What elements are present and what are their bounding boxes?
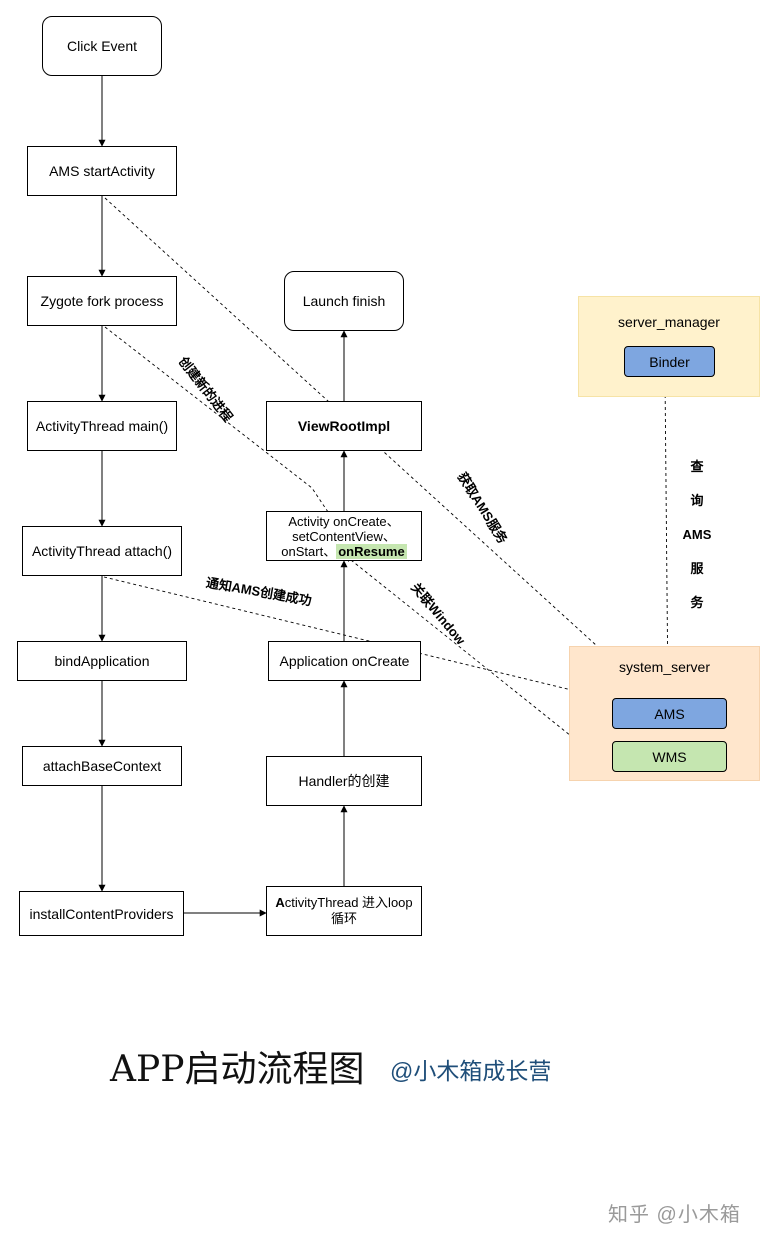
ams-node[interactable]: AMS (612, 698, 727, 729)
activity-thread-loop-line1: ActivityThread 进入loop (275, 895, 412, 911)
activity-thread-attach-label: ActivityThread attach() (31, 543, 173, 559)
handler-create-label: Handler的创建 (298, 773, 390, 789)
launch-finish-label: Launch finish (302, 293, 386, 309)
wms-label: WMS (652, 748, 687, 765)
launch-finish-node[interactable]: Launch finish (284, 271, 404, 331)
diagram-title: APP启动流程图 (110, 1049, 365, 1090)
dashed-attach-notify-ams (103, 576, 614, 702)
on-resume-highlight: onResume (336, 543, 407, 559)
view-root-impl-label: ViewRootImpl (297, 418, 391, 434)
activity-thread-loop-rest: ctivityThread 进入loop (284, 895, 413, 910)
click-event-label: Click Event (66, 38, 138, 54)
watermark: 知乎 @小木箱 (608, 1204, 741, 1226)
activity-thread-attach-node[interactable]: ActivityThread attach() (22, 526, 182, 576)
server-manager-label: server_manager (618, 314, 720, 330)
activity-lifecycle-node[interactable]: Activity onCreate、 setContentView、 onSta… (266, 511, 422, 561)
ams-start-activity-label: AMS startActivity (49, 163, 155, 179)
application-on-create-label: Application onCreate (279, 653, 410, 669)
dashed-wms-associate-window (345, 555, 612, 769)
dashed-binder-query-ams (664, 376, 672, 698)
zygote-fork-label: Zygote fork process (40, 293, 164, 309)
application-on-create-node[interactable]: Application onCreate (268, 641, 421, 681)
activity-lifecycle-line3: onStart、 (281, 543, 337, 559)
activity-lifecycle-line1: Activity onCreate、 (288, 513, 400, 529)
ams-label: AMS (654, 705, 685, 722)
activity-thread-main-label: ActivityThread main() (35, 418, 169, 434)
install-content-providers-node[interactable]: installContentProviders (19, 891, 184, 936)
ams-start-activity-node[interactable]: AMS startActivity (27, 146, 177, 196)
edge-label-query-ams-service: 查 询 AMS 服 务 (682, 459, 712, 610)
activity-thread-main-node[interactable]: ActivityThread main() (27, 401, 177, 451)
activity-thread-loop-bold-a: A (275, 895, 285, 910)
activity-thread-loop-node[interactable]: ActivityThread 进入loop 循环 (266, 886, 422, 936)
install-content-providers-label: installContentProviders (29, 905, 174, 922)
click-event-node[interactable]: Click Event (42, 16, 162, 76)
zygote-fork-node[interactable]: Zygote fork process (27, 276, 177, 326)
system-server-label: system_server (618, 659, 711, 675)
attach-base-context-label: attachBaseContext (42, 758, 162, 774)
diagram-subtitle: @小木箱成长营 (390, 1058, 552, 1084)
activity-thread-loop-line2: 循环 (330, 911, 357, 926)
binder-label: Binder (649, 353, 690, 370)
handler-create-node[interactable]: Handler的创建 (266, 756, 422, 806)
activity-lifecycle-line3-wrap: onStart、onResume (281, 543, 407, 559)
binder-node[interactable]: Binder (624, 346, 715, 377)
attach-base-context-node[interactable]: attachBaseContext (22, 746, 182, 786)
bind-application-label: bindApplication (54, 653, 150, 669)
system-server-group: system_server (569, 646, 760, 781)
wms-node[interactable]: WMS (612, 741, 727, 772)
bind-application-node[interactable]: bindApplication (17, 641, 187, 681)
activity-lifecycle-line2: setContentView、 (292, 528, 396, 544)
view-root-impl-node[interactable]: ViewRootImpl (266, 401, 422, 451)
